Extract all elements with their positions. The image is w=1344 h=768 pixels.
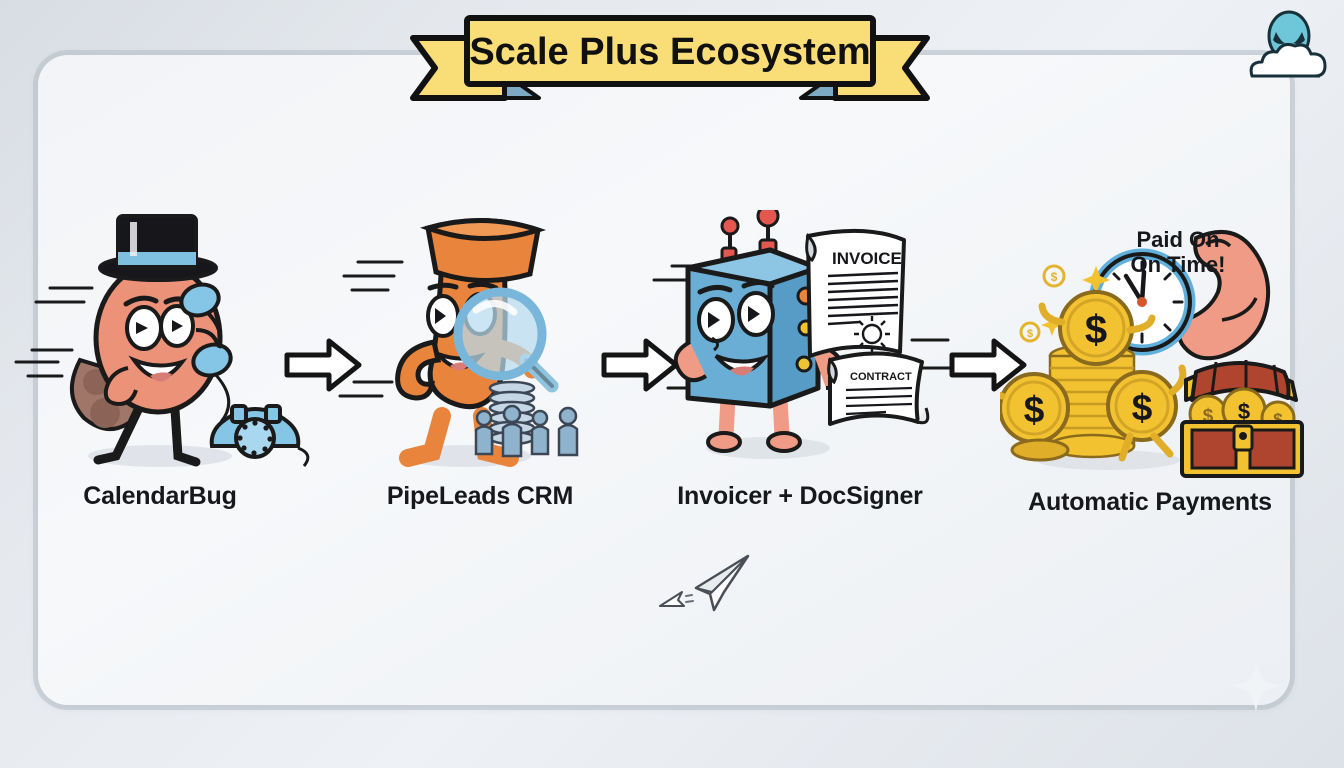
svg-text:$: $ xyxy=(1085,308,1107,352)
step-panel-invoicer-docsigner: INVOICE CONTRACT xyxy=(648,204,952,540)
svg-text:$: $ xyxy=(1024,389,1045,430)
arrow-step-1-to-2 xyxy=(283,335,363,395)
calendarbug-character-art xyxy=(10,210,310,480)
step-label-invoicer-docsigner: Invoicer + DocSigner xyxy=(677,482,923,510)
corner-sparkle-star xyxy=(1228,658,1284,714)
title-text: Scale Plus Ecosystem xyxy=(469,31,870,73)
invoicer-docsigner-character-art: INVOICE CONTRACT xyxy=(648,204,952,480)
alien-cloud-logo[interactable] xyxy=(1240,4,1338,88)
step-panel-automatic-payments: $ $ $ xyxy=(982,210,1304,540)
svg-text:$: $ xyxy=(1273,410,1283,429)
invoice-doc-title: INVOICE xyxy=(832,249,902,268)
svg-text:$: $ xyxy=(1238,399,1250,424)
svg-text:$: $ xyxy=(1203,406,1214,427)
svg-text:$: $ xyxy=(1132,387,1153,428)
arrow-step-2-to-3 xyxy=(600,335,680,395)
contract-doc-title: CONTRACT xyxy=(850,371,912,383)
svg-text:$: $ xyxy=(1051,270,1058,284)
pipeleads-crm-character-art xyxy=(330,210,630,480)
step-panel-pipeleads-crm: PipeLeads CRM xyxy=(330,210,630,540)
paid-on-time-callout: Paid On On Time! xyxy=(1130,227,1226,277)
paper-plane-doodle xyxy=(652,548,762,618)
title-ribbon: Scale Plus Ecosystem xyxy=(409,12,931,102)
step-panel-calendarbug: CalendarBug xyxy=(10,210,310,540)
step-label-pipeleads-crm: PipeLeads CRM xyxy=(386,482,574,510)
arrow-step-3-to-4 xyxy=(948,335,1028,395)
automatic-payments-art: $ $ $ xyxy=(982,210,1304,480)
svg-text:$: $ xyxy=(1027,328,1033,340)
step-label-calendarbug: CalendarBug xyxy=(83,482,237,510)
step-label-automatic-payments: Automatic Payments xyxy=(1028,488,1272,516)
